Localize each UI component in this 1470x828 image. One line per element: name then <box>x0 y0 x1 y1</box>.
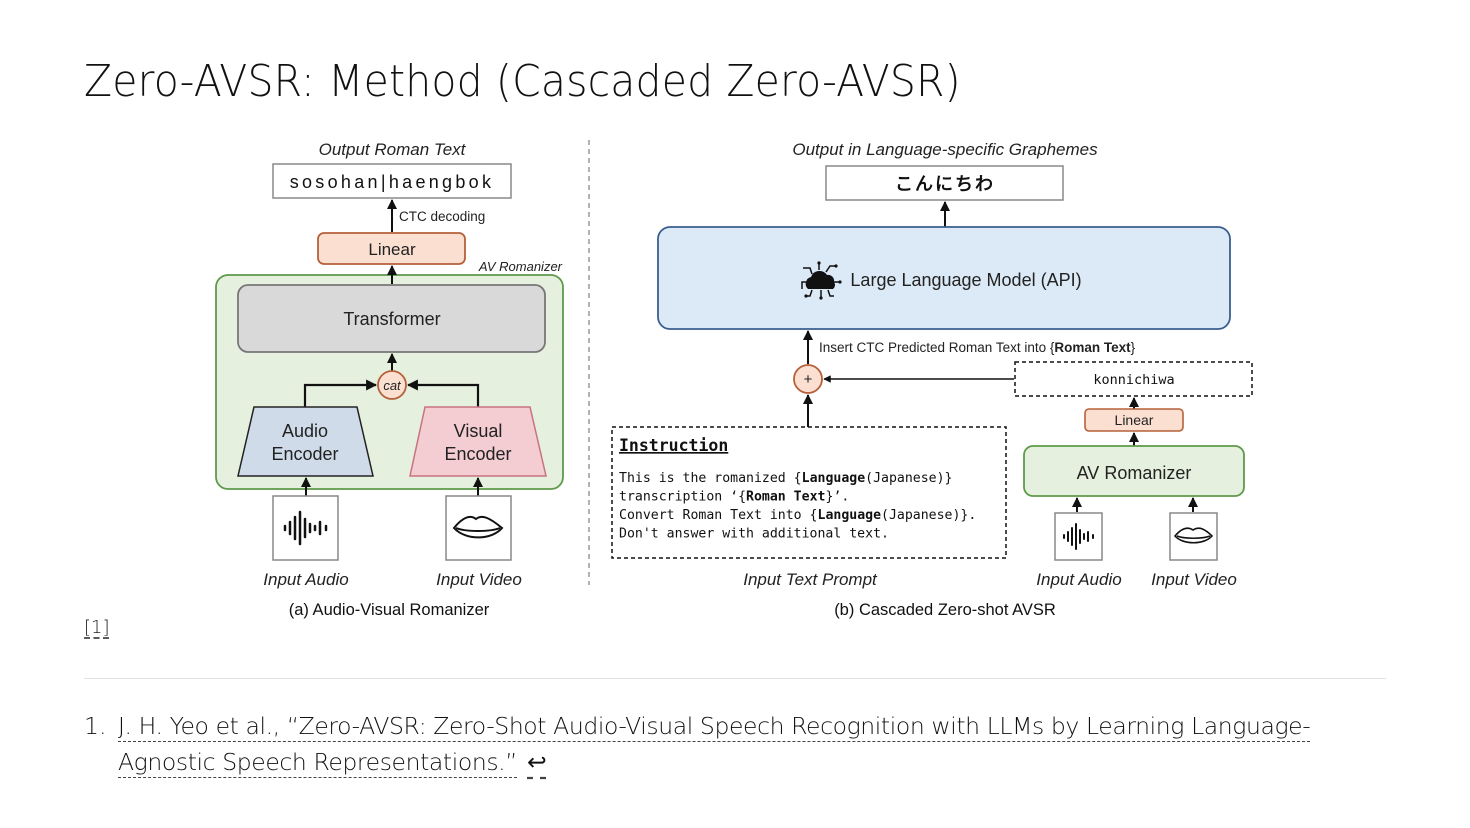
panel-a-caption: (a) Audio-Visual Romanizer <box>289 601 490 619</box>
instruction-body: This is the romanized {Language(Japanese… <box>619 471 976 542</box>
ctc-decoding-label: CTC decoding <box>399 209 485 224</box>
audio-encoder-label-line1: Audio <box>282 421 328 441</box>
reference-link[interactable]: J. H. Yeo et al., “Zero-AVSR: Zero-Shot … <box>118 712 1311 776</box>
input-video-label: Input Video <box>436 570 522 589</box>
plus-label: + <box>804 371 813 388</box>
citation-link[interactable]: [1] <box>84 617 110 638</box>
predicted-roman-text: konnichiwa <box>1093 372 1174 388</box>
linear-label-b: Linear <box>1115 412 1154 428</box>
panel-b-cascaded-zero-shot-avsr: Output in Language-specific Graphemes こん… <box>611 140 1253 619</box>
panel-a-audio-visual-romanizer: Output Roman Text sosohan|haengbok CTC d… <box>215 140 564 619</box>
insert-roman-text-label: Insert CTC Predicted Roman Text into {Ro… <box>819 340 1136 355</box>
llm-label: Large Language Model (API) <box>850 270 1081 290</box>
arrow-audio-encoder-to-cat <box>303 379 378 407</box>
audio-encoder-block <box>237 406 374 477</box>
output-graphemes-text: こんにちわ <box>895 174 995 194</box>
plus-node <box>793 364 823 394</box>
linear-block-b <box>1084 408 1184 432</box>
output-roman-text-label: Output Roman Text <box>319 140 467 159</box>
av-romanizer-block <box>1023 445 1245 497</box>
visual-encoder-label-line1: Visual <box>454 421 503 441</box>
footnote-divider <box>84 678 1386 679</box>
instruction-prompt-box <box>611 426 1007 559</box>
instruction-line: This is the romanized {Language(Japanese… <box>619 471 953 486</box>
transformer-block <box>237 284 546 353</box>
reference-list: 1. J. H. Yeo et al., “Zero-AVSR: Zero-Sh… <box>84 708 1394 780</box>
backlink-return-icon[interactable]: ↩ <box>527 748 547 776</box>
instruction-line: Don't answer with additional text. <box>619 527 889 542</box>
output-graphemes-label: Output in Language-specific Graphemes <box>792 140 1098 159</box>
panel-b-caption: (b) Cascaded Zero-shot AVSR <box>834 601 1056 619</box>
linear-block <box>317 232 466 265</box>
instruction-line: transcription ‘{Roman Text}’. <box>619 490 849 505</box>
audio-waveform-icon <box>283 510 328 546</box>
visual-encoder-block <box>409 406 547 477</box>
linear-label: Linear <box>368 240 416 259</box>
arrow-visual-encoder-to-cat <box>406 379 480 407</box>
llm-block <box>657 226 1231 330</box>
ai-cloud-icon <box>801 261 842 300</box>
reference-item: 1. J. H. Yeo et al., “Zero-AVSR: Zero-Sh… <box>84 708 1394 780</box>
output-roman-text: sosohan|haengbok <box>290 172 495 192</box>
slide-title: Zero-AVSR: Method (Cascaded Zero-AVSR) <box>84 56 961 107</box>
concat-node <box>377 370 407 400</box>
predicted-roman-text-box <box>1014 361 1253 397</box>
lips-icon <box>452 515 504 539</box>
input-text-prompt-label: Input Text Prompt <box>743 570 878 589</box>
input-audio-box-b <box>1054 512 1103 561</box>
input-audio-label-b: Input Audio <box>1036 570 1121 589</box>
transformer-label: Transformer <box>343 309 440 329</box>
output-graphemes-box <box>825 165 1064 201</box>
instruction-title: Instruction <box>619 436 728 455</box>
input-audio-label: Input Audio <box>263 570 348 589</box>
audio-waveform-icon <box>1063 523 1094 550</box>
av-romanizer-group-label: AV Romanizer <box>478 259 563 274</box>
output-roman-text-box <box>272 163 512 199</box>
lips-icon <box>1173 527 1214 544</box>
visual-encoder-label-line2: Encoder <box>444 444 511 464</box>
av-romanizer-label: AV Romanizer <box>1077 463 1192 483</box>
input-video-label-b: Input Video <box>1151 570 1237 589</box>
reference-number: 1. <box>84 712 107 740</box>
instruction-line: Convert Roman Text into {Language(Japane… <box>619 508 976 523</box>
cat-label: cat <box>383 378 402 393</box>
audio-encoder-label-line2: Encoder <box>271 444 338 464</box>
